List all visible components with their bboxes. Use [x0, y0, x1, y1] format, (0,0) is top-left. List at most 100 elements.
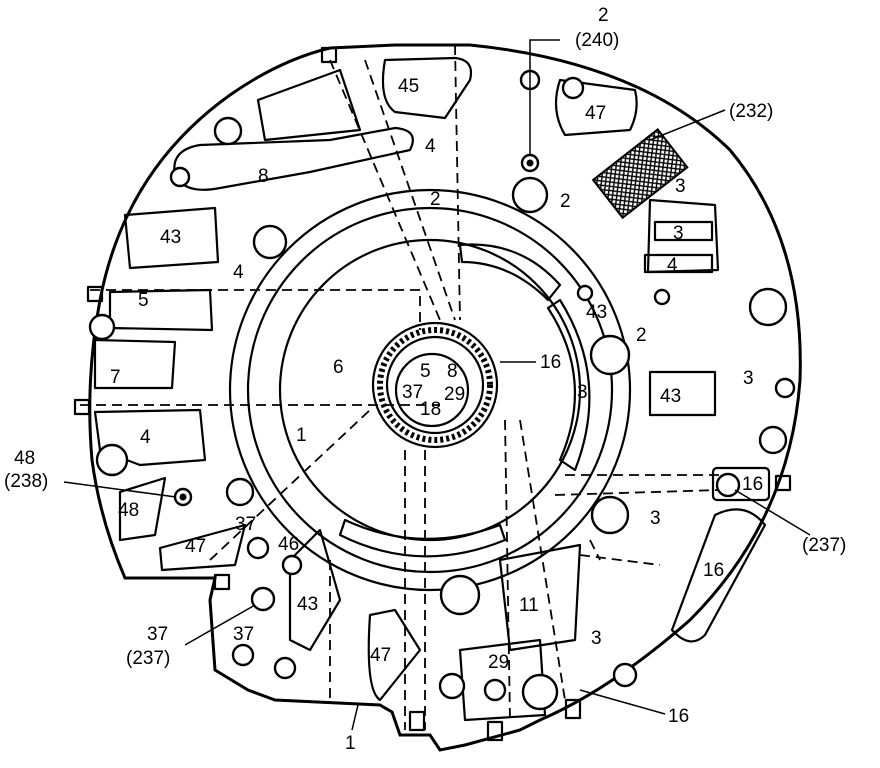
- label-37-center: 37: [402, 382, 423, 403]
- edge-marker-right: [774, 474, 792, 492]
- passage-47-left: [158, 523, 247, 572]
- hidden-line-5: [554, 489, 721, 496]
- callout-237-left-leader: [184, 604, 256, 646]
- label-43-lower: 43: [297, 594, 318, 615]
- label-8-center: 8: [447, 361, 458, 382]
- label-29-center: 29: [444, 384, 465, 405]
- label-43-upper-left: 43: [160, 227, 181, 248]
- passage-4-box: [643, 253, 714, 274]
- passage-arc-right: [546, 298, 591, 472]
- hidden-line-12: [364, 59, 456, 321]
- label-2-right: 2: [636, 325, 647, 346]
- label-4-left-mid: 4: [233, 262, 244, 283]
- hidden-line-1: [90, 289, 421, 330]
- passage-29-lower: [458, 638, 547, 722]
- label-3-arc: 3: [577, 382, 588, 403]
- callout-16-bottom-leader: [579, 689, 666, 715]
- callout-237-right: (237): [802, 535, 846, 556]
- shaft-gear-inner: [385, 335, 485, 435]
- callout-238-leader: [63, 481, 177, 498]
- callout-1: 1: [345, 733, 356, 754]
- label-7: 7: [110, 367, 121, 388]
- check-ball-237-right: [715, 472, 741, 498]
- label-11: 11: [519, 595, 539, 616]
- label-3-lower-right: 3: [650, 508, 661, 529]
- label-47-lower: 47: [370, 645, 391, 666]
- shaft-gear-teeth: [377, 327, 493, 443]
- callout-237-left: (237): [126, 648, 170, 669]
- bore-ring-3: [278, 238, 582, 542]
- check-ball-237-left: [250, 586, 276, 612]
- label-5-left: 5: [138, 290, 149, 311]
- label-1-left: 1: [296, 425, 307, 446]
- shaft-gear-outer: [371, 321, 499, 449]
- edge-marker-left3: [213, 573, 231, 591]
- passage-8-outline: [173, 126, 414, 191]
- passage-11: [498, 543, 582, 652]
- passage-16-slot: [670, 508, 767, 643]
- passage-48-left: [118, 476, 167, 542]
- passage-47-lower: [367, 608, 422, 702]
- passage-3-upper-right: [646, 198, 720, 274]
- callout-16-right: 16: [540, 352, 561, 373]
- label-16-right-box: 16: [742, 474, 763, 495]
- plate-outline: [88, 43, 802, 752]
- passage-7-left: [93, 338, 177, 390]
- passage-arc-bottom: [338, 518, 507, 558]
- label-3-bottom-right: 3: [591, 628, 602, 649]
- label-2-mid: 2: [560, 191, 571, 212]
- bore-inner-ring: [246, 206, 614, 574]
- callout-240: (240): [575, 30, 619, 51]
- label-48: 48: [118, 500, 139, 521]
- hidden-line-15: [589, 539, 601, 561]
- label-4-box: 4: [667, 255, 678, 276]
- callout-237-right-leader: [734, 489, 811, 536]
- hidden-line-3: [209, 409, 371, 561]
- hidden-line-10: [454, 44, 461, 321]
- label-43-mid: 43: [586, 302, 607, 323]
- callout-2: 2: [598, 5, 609, 26]
- label-47-top: 47: [585, 103, 606, 124]
- callout-16-bottom: 16: [668, 706, 689, 727]
- label-43-right: 43: [660, 386, 681, 407]
- label-2-upper: 2: [430, 189, 441, 210]
- callout-232: (232): [729, 101, 773, 122]
- edge-marker-bottom3: [564, 698, 582, 720]
- label-47-left: 47: [185, 536, 206, 557]
- passage-labels: 45 47 8 4 2 2 3 3 4 43 4 5 43 2 7 6 5 8 …: [110, 76, 763, 673]
- label-37-left: 37: [235, 514, 256, 535]
- callouts: 2 (240) (232) 16 (237) 48 (238) 37 (237)…: [4, 5, 846, 754]
- edge-marker-top: [320, 46, 338, 64]
- bolt-holes: [88, 69, 796, 711]
- passage-43-left: [123, 206, 220, 270]
- screen-filter-232: [591, 128, 689, 220]
- edge-marker-bottom1: [408, 710, 426, 732]
- label-18-center: 18: [420, 399, 441, 420]
- check-ball-238-core: [179, 493, 187, 501]
- label-3-upper-right: 3: [675, 176, 686, 197]
- passage-45-outline: [381, 56, 473, 120]
- hidden-line-14: [579, 554, 661, 566]
- shaft-gear-core: [394, 352, 470, 428]
- edge-marker-left2: [73, 398, 91, 416]
- hidden-line-8: [504, 419, 511, 721]
- callout-48: 48: [14, 448, 35, 469]
- label-45: 45: [398, 76, 419, 97]
- label-5-center: 5: [420, 361, 431, 382]
- label-6: 6: [333, 357, 344, 378]
- passage-4-left: [93, 408, 207, 467]
- label-37-lower: 37: [233, 624, 254, 645]
- passage-47-top: [554, 78, 638, 137]
- check-ball-240-core: [526, 159, 534, 167]
- callout-238: (238): [4, 471, 48, 492]
- label-29-lower: 29: [488, 652, 509, 673]
- edge-marker-bottom2: [486, 720, 504, 742]
- bore-outer-ring: [228, 188, 632, 592]
- check-ball-237-right-seat: [711, 466, 771, 502]
- label-8-upper: 8: [258, 166, 269, 187]
- label-4-upper: 4: [425, 136, 436, 157]
- label-3-box: 3: [673, 223, 684, 244]
- passage-top-band: [256, 68, 362, 142]
- passage-43-lower: [288, 528, 342, 652]
